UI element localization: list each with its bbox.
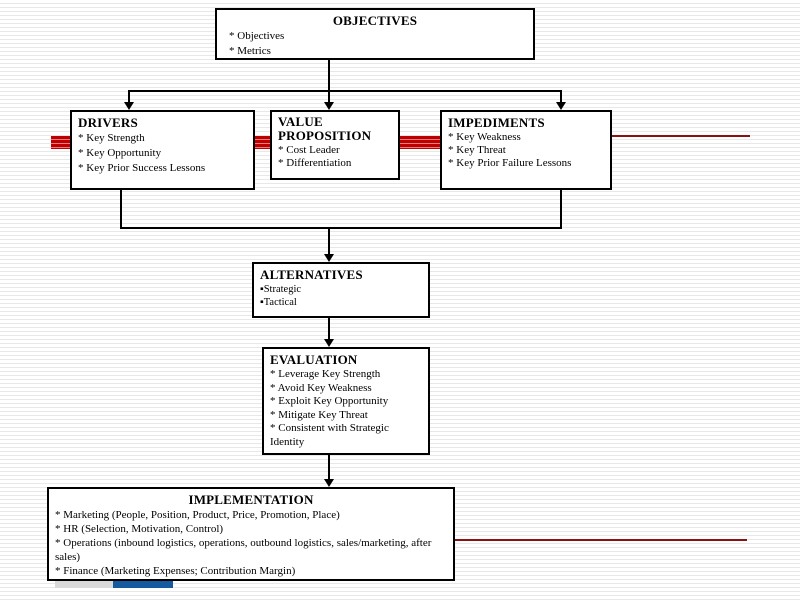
connector-top-horizontal [128, 90, 562, 92]
implementation-title: IMPLEMENTATION [188, 492, 314, 507]
arrowhead-implementation-icon [324, 479, 334, 487]
evaluation-item: * Avoid Key Weakness [270, 381, 372, 394]
red-accent-line-top-right [612, 135, 750, 137]
objectives-title: OBJECTIVES [332, 13, 418, 28]
evaluation-item: * Leverage Key Strength [270, 368, 381, 380]
implementation-item: * Marketing (People, Position, Product, … [55, 509, 340, 521]
impediments-item: * Key Threat [448, 144, 506, 156]
drivers-item: * Key Prior Success Lessons [78, 162, 206, 174]
evaluation-item: * Mitigate Key Threat [270, 408, 368, 421]
connector-drop-impediments [560, 90, 562, 103]
connector-objectives-down [328, 60, 330, 91]
value-proposition-box: VALUE PROPOSITION * Cost Leader * Differ… [270, 110, 400, 180]
value-proposition-item: * Differentiation [278, 157, 352, 169]
drivers-box: DRIVERS * Key Strength * Key Opportunity… [70, 110, 255, 190]
arrowhead-value-icon [324, 102, 334, 110]
implementation-item: * Finance (Marketing Expenses; Contribut… [55, 565, 296, 577]
connector-drivers-down [120, 190, 122, 229]
drivers-item: * Key Opportunity [78, 147, 162, 159]
connector-impediments-down [560, 190, 562, 229]
drivers-title: DRIVERS [78, 115, 138, 130]
alternatives-item: ▪Tactical [260, 297, 297, 308]
connector-to-alternatives [328, 227, 330, 255]
arrowhead-impediments-icon [556, 102, 566, 110]
footer-blue-block [113, 578, 173, 588]
drivers-item: * Key Strength [78, 132, 145, 144]
objectives-item: * Objectives [229, 30, 285, 42]
connector-alt-to-eval [328, 318, 330, 340]
implementation-item: * HR (Selection, Motivation, Control) [55, 523, 224, 535]
arrowhead-alternatives-icon [324, 254, 334, 262]
impediments-item: * Key Prior Failure Lessons [448, 157, 572, 169]
arrowhead-evaluation-icon [324, 339, 334, 347]
value-proposition-title: VALUE PROPOSITION [278, 114, 372, 143]
connector-eval-to-impl [328, 455, 330, 480]
evaluation-item: * Exploit Key Opportunity [270, 395, 389, 407]
impediments-item: * Key Weakness [448, 131, 521, 143]
objectives-item: * Metrics [229, 45, 271, 57]
implementation-item: * Operations (inbound logistics, operati… [55, 537, 432, 563]
connector-drop-value [328, 90, 330, 103]
impediments-box: IMPEDIMENTS * Key Weakness * Key Threat … [440, 110, 612, 190]
arrowhead-drivers-icon [124, 102, 134, 110]
evaluation-box: EVALUATION * Leverage Key Strength * Avo… [262, 347, 430, 455]
footer-gray-block [55, 578, 113, 588]
impediments-title: IMPEDIMENTS [448, 115, 545, 130]
objectives-box: OBJECTIVES * Objectives * Metrics [215, 8, 535, 60]
evaluation-item: * Consistent with Strategic Identity [270, 422, 389, 448]
alternatives-box: ALTERNATIVES ▪Strategic ▪Tactical [252, 262, 430, 318]
connector-mid-horizontal [120, 227, 562, 229]
implementation-box: IMPLEMENTATION * Marketing (People, Posi… [47, 487, 455, 581]
red-accent-line-bottom-right [455, 539, 747, 541]
alternatives-title: ALTERNATIVES [260, 267, 363, 282]
evaluation-title: EVALUATION [270, 352, 358, 367]
connector-drop-drivers [128, 90, 130, 103]
alternatives-item: ▪Strategic [260, 284, 302, 295]
value-proposition-item: * Cost Leader [278, 144, 340, 156]
